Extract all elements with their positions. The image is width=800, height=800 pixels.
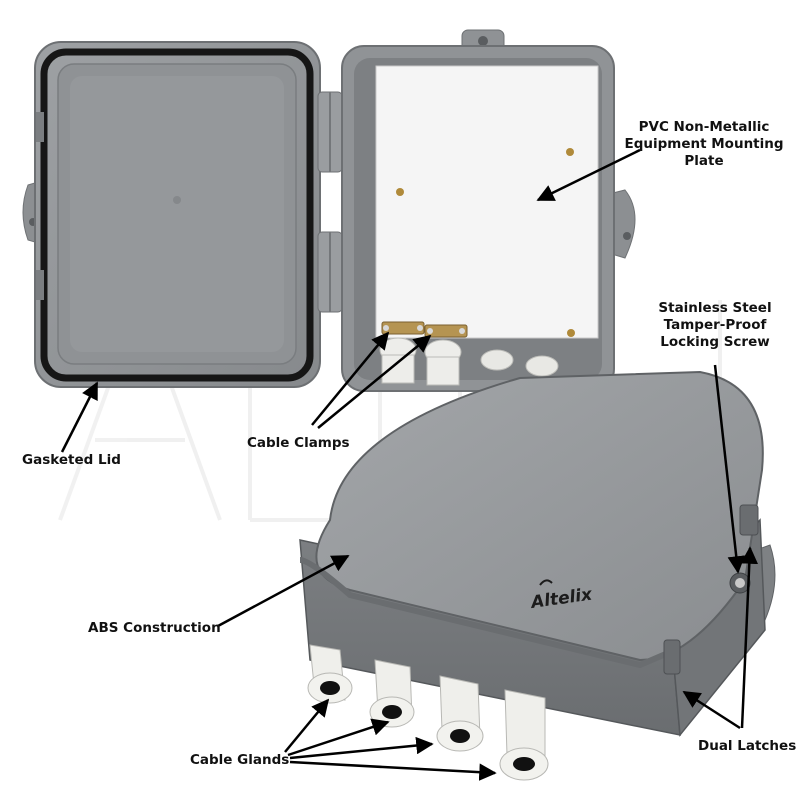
- arrow-cable-clamp-1: [311, 331, 390, 426]
- cable-gland: [436, 675, 484, 752]
- label-cable-clamps: Cable Clamps: [247, 435, 350, 451]
- arrow-cable-gland-1: [284, 698, 330, 753]
- arrow-cable-clamp-2: [317, 334, 432, 429]
- callout-arrows: [60, 148, 759, 781]
- hinge: [317, 91, 343, 313]
- cable-gland: [307, 644, 353, 704]
- cable-gland: [499, 689, 549, 781]
- cable-gland: [369, 659, 415, 728]
- label-gasketed-lid: Gasketed Lid: [22, 452, 121, 468]
- arrow-abs-construction: [217, 554, 350, 628]
- open-lid: [22, 41, 321, 388]
- label-mounting-plate: PVC Non-Metallic Equipment Mounting Plat…: [624, 119, 784, 169]
- label-abs-construction: ABS Construction: [88, 620, 221, 636]
- arrow-gasketed-lid: [60, 381, 99, 453]
- open-base: [341, 29, 636, 392]
- arrow-locking-screw: [713, 364, 745, 574]
- arrow-mounting-plate: [536, 148, 641, 202]
- arrow-cable-gland-2: [287, 718, 390, 757]
- arrow-cable-gland-4: [289, 760, 497, 781]
- arrow-latch-1: [740, 546, 759, 729]
- label-locking-screw: Stainless Steel Tamper-Proof Locking Scr…: [658, 300, 772, 350]
- closed-enclosure: Altelix: [299, 370, 776, 737]
- arrow-cable-gland-3: [289, 736, 434, 760]
- cable-glands-front: [307, 644, 549, 781]
- label-cable-glands: Cable Glands: [190, 752, 290, 768]
- label-dual-latches: Dual Latches: [698, 738, 797, 754]
- arrow-latch-2: [682, 690, 741, 730]
